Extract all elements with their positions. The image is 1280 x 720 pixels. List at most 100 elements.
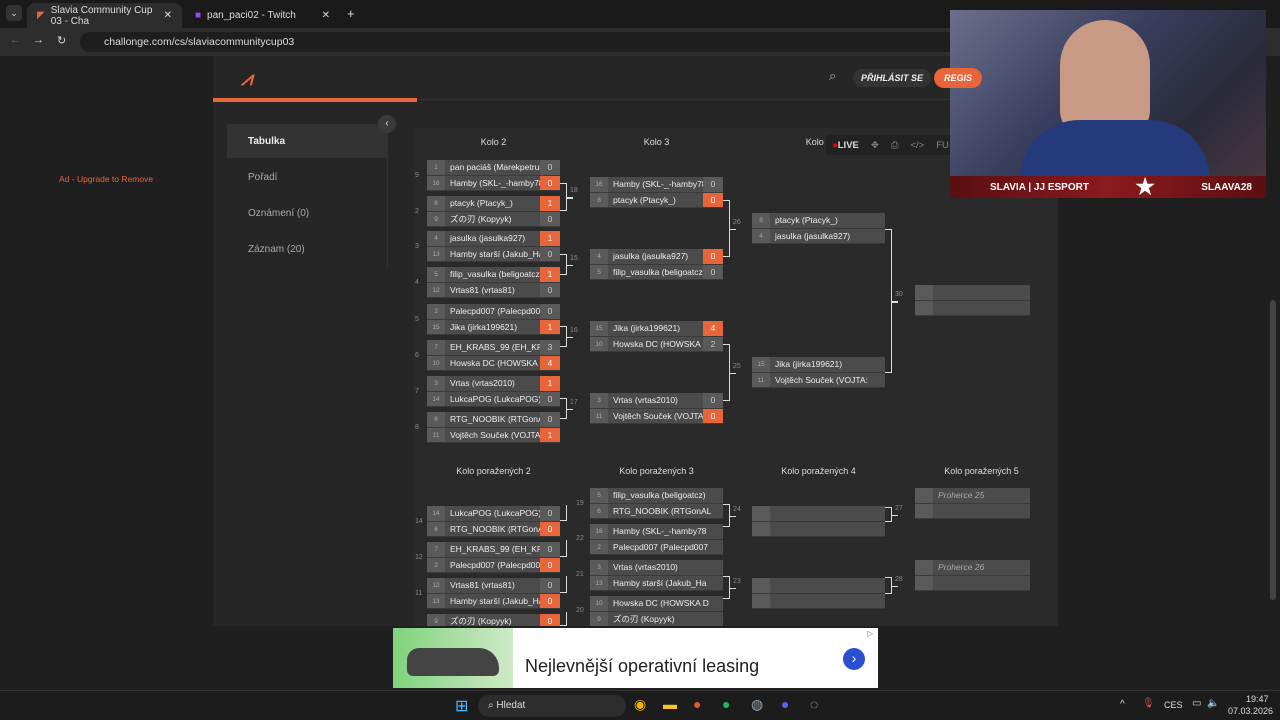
match-participant[interactable]: 7EH_KRABS_99 (EH_KRAI3 <box>427 340 560 356</box>
taskbar-search[interactable]: ⌕ Hledat <box>478 695 626 717</box>
tab-twitch[interactable]: ■pan_paci02 - Twitch✕ <box>195 10 330 21</box>
match-participant[interactable]: Proherce 25 <box>915 488 1030 504</box>
match-participant[interactable] <box>752 506 885 522</box>
match-participant[interactable] <box>915 575 1030 591</box>
network-icon[interactable]: ▭ <box>1192 698 1202 709</box>
match-participant[interactable] <box>915 300 1030 316</box>
live-button[interactable]: ●LIVE <box>832 139 859 151</box>
app2-icon[interactable]: ◌ <box>810 696 819 712</box>
embed-icon[interactable]: </> <box>910 139 925 151</box>
match-participant[interactable] <box>752 578 885 594</box>
url-field[interactable]: challonge.com/cs/slaviacommunitycup03 <box>80 32 960 52</box>
match-participant[interactable] <box>752 593 885 609</box>
clock-date[interactable]: 07.03.2026 <box>1228 706 1274 716</box>
sidebar-item-oznameni[interactable]: Oznámení (0) <box>248 208 310 219</box>
tray-expand-icon[interactable]: ^ <box>1120 699 1125 710</box>
sidebar-item-poradi[interactable]: Pořadí <box>248 172 278 183</box>
challonge-logo-icon[interactable]: ⩘ <box>241 68 253 90</box>
ad-arrow-icon[interactable]: › <box>843 648 865 670</box>
bracket-match[interactable]: Proherce 26 <box>915 560 1030 591</box>
steam-icon[interactable]: ◍ <box>751 696 764 712</box>
sidebar-item-tabulka[interactable]: Tabulka <box>227 124 387 158</box>
folder-icon[interactable]: ▬ <box>663 696 677 712</box>
tab-list-icon[interactable]: ⌄ <box>6 5 22 21</box>
bracket-match[interactable] <box>752 506 885 537</box>
language-indicator[interactable]: CES <box>1164 700 1183 710</box>
print-icon[interactable]: ⎙ <box>890 139 899 151</box>
reload-icon[interactable]: ↻ <box>57 35 67 47</box>
bracket-match[interactable]: Proherce 25 <box>915 488 1030 519</box>
app-icon[interactable]: ● <box>693 696 702 712</box>
adchoices-icon[interactable]: ▷ <box>867 629 874 638</box>
match-participant[interactable]: Proherce 26 <box>915 560 1030 576</box>
search-icon[interactable]: ⌕ <box>829 68 837 83</box>
microphone-icon[interactable]: 🎙 <box>1142 698 1155 709</box>
match-participant[interactable] <box>915 503 1030 519</box>
match-participant[interactable] <box>915 285 1030 301</box>
sidebar-item-zaznam[interactable]: Záznam (20) <box>248 244 305 255</box>
back-icon[interactable]: ← <box>10 34 21 46</box>
bracket-match[interactable]: 7EH_KRABS_99 (EH_KRAI310Howska DC (HOWSK… <box>427 340 560 371</box>
move-icon[interactable]: ✥ <box>870 139 879 151</box>
new-tab-button[interactable]: + <box>347 6 355 21</box>
bracket-match[interactable] <box>752 578 885 609</box>
register-button[interactable]: REGIS <box>934 68 983 88</box>
match-participant[interactable]: 7EH_KRABS_99 (EH_KRAI0 <box>427 542 560 558</box>
close-icon[interactable]: ✕ <box>321 10 330 21</box>
ad-banner[interactable]: Nejlevnější operativní leasing › ▷ <box>393 628 878 688</box>
spotify-icon[interactable]: ● <box>722 696 731 712</box>
login-button[interactable]: PŘIHLÁSIT SE <box>853 69 932 87</box>
discord-icon[interactable]: ● <box>781 696 790 712</box>
bracket-match[interactable]: 7EH_KRABS_99 (EH_KRAI02Palecpd007 (Palec… <box>427 542 560 573</box>
forward-icon[interactable]: → <box>33 34 44 46</box>
fullscreen-button[interactable]: FU <box>936 139 949 151</box>
